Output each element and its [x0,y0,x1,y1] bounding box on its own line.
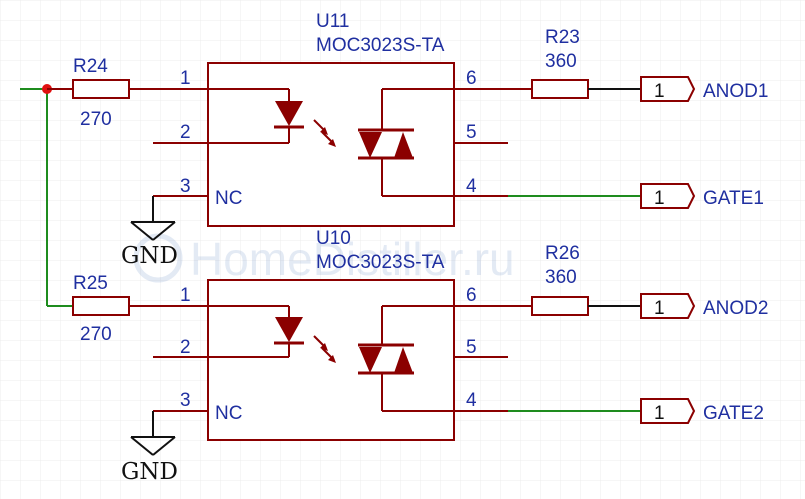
u11-part: MOC3023S-TA [316,35,445,56]
resistor-r24 [72,79,130,99]
net-label-gate1: GATE1 [703,188,764,209]
r26-value: 360 [545,267,577,288]
u10-nc-label: NC [215,403,242,424]
u11-pin6-num: 6 [466,68,477,89]
u11-pin5-num: 5 [466,122,477,143]
u10-pin4-num: 4 [466,390,477,411]
watermark: HomeDistiller.ru [133,233,515,285]
net-label-gate2: GATE2 [703,403,764,424]
u11-led-icon [208,88,336,147]
connector-anod1-pin: 1 [654,81,665,102]
connector-gate2-pin: 1 [654,403,665,424]
u10-ground-icon [130,411,176,456]
u10-triac-icon [358,305,454,412]
watermark-text: HomeDistiller.ru [190,233,515,285]
u10-part: MOC3023S-TA [316,252,445,273]
r24-value: 270 [80,109,112,130]
connector-gate1 [640,183,696,209]
u11-pin1-num: 1 [180,68,191,89]
resistor-r26 [531,296,589,316]
u11-triac-icon [358,88,454,197]
r25-ref: R25 [73,273,108,294]
u10-led-icon [208,305,336,363]
r25-value: 270 [80,324,112,345]
u11-pin4-num: 4 [466,176,477,197]
net-label-anod2: ANOD2 [703,298,768,319]
connector-gate2 [640,398,696,424]
u10-pin1-num: 1 [180,285,191,306]
r23-value: 360 [545,51,577,72]
u11-pin2-num: 2 [180,122,191,143]
resistor-r23 [531,79,589,99]
u10-pin5-num: 5 [466,337,477,358]
u11-gnd-label: GND [121,243,178,269]
resistor-r25 [72,296,130,316]
r26-ref: R26 [545,243,580,264]
u10-pin6-num: 6 [466,285,477,306]
connector-gate1-pin: 1 [654,188,665,209]
connector-anod1 [640,76,696,102]
u10-gnd-label: GND [121,459,178,485]
r24-ref: R24 [73,56,108,77]
connector-anod2-pin: 1 [654,298,665,319]
connector-anod2 [640,293,696,319]
u11-nc-label: NC [215,188,242,209]
opto-block-u10: R25 270 U10 MOC3023S-TA 1 2 3 NC [47,228,768,485]
u11-ref: U11 [316,11,349,32]
u11-ground-icon [130,196,176,241]
u10-pin3-num: 3 [180,390,191,411]
net-label-anod1: ANOD1 [703,81,768,102]
u10-ref: U10 [316,228,351,249]
r23-ref: R23 [545,27,580,48]
u11-pin3-num: 3 [180,176,191,197]
u10-pin2-num: 2 [180,337,191,358]
opto-block-u11: R24 270 U11 MOC3023S-TA 1 2 3 NC [47,11,768,269]
